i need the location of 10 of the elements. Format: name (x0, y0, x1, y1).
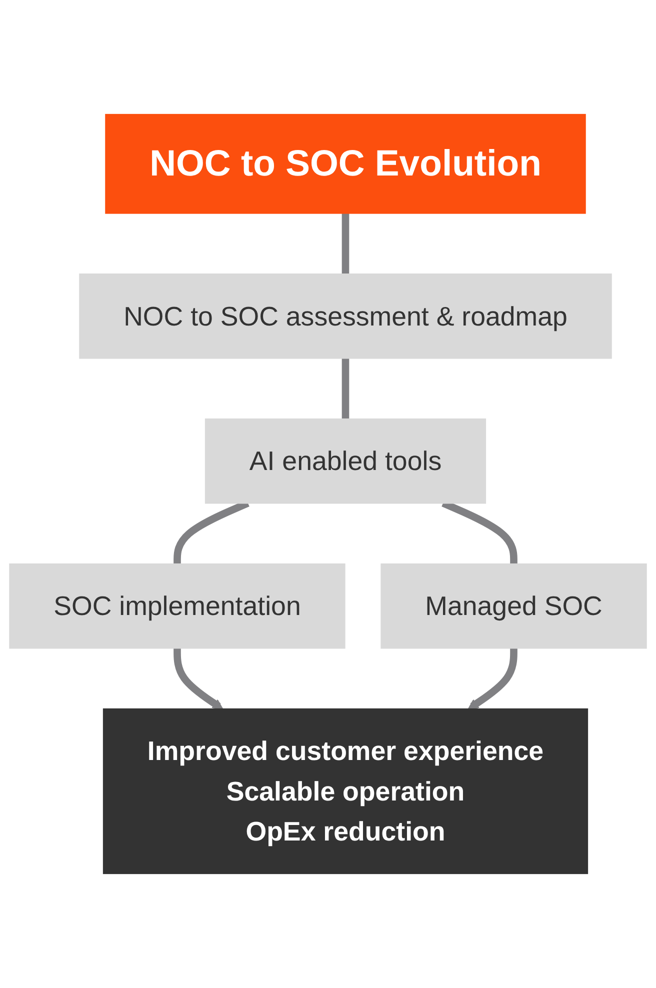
node-box: NOC to SOC Evolution (105, 114, 586, 214)
arrow (174, 648, 224, 710)
connector (342, 213, 350, 274)
node-box: Improved customer experience Scalable operation OpEx reduction (102, 708, 588, 874)
connector (342, 358, 350, 420)
arrow (468, 648, 518, 710)
node-box: SOC implementation (9, 563, 346, 649)
node-box: AI enabled tools (204, 418, 486, 504)
node-box: Managed SOC (380, 563, 647, 649)
node-box: NOC to SOC assessment & roadmap (79, 274, 612, 359)
